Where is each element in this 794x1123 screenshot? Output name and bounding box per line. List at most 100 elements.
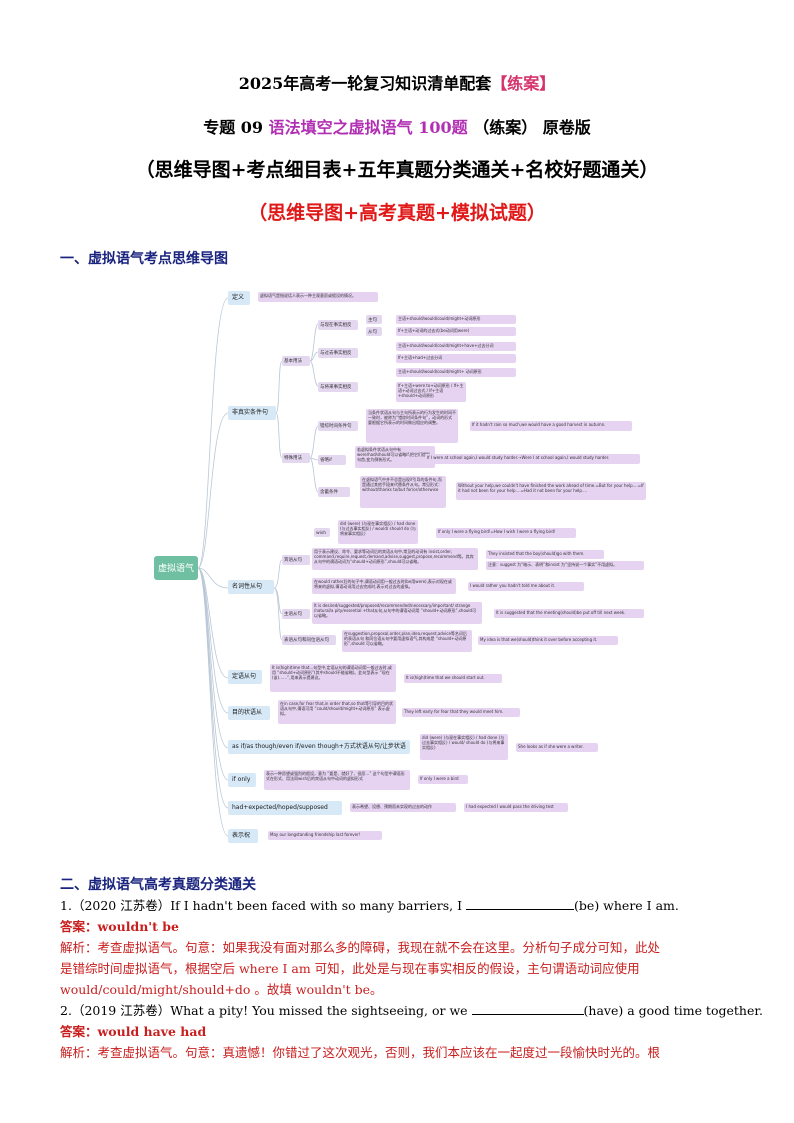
question-2-blank[interactable]: [471, 1002, 584, 1015]
sub-implied-condition: 含蓄条件: [318, 487, 350, 497]
future-if-form: If+主语+were to+动词原形 / If+主语+动词过去式 / If+主语…: [396, 382, 466, 402]
question-1-analysis-line-2: 是错综时间虚拟语气，根据空后 where I am 可知，此处是与现在事实相反的…: [60, 961, 640, 976]
present-main-form: 主语+should/would/could/might+动词原形: [396, 315, 516, 324]
had-expected-note: 表示希望、设想、预期而未实现的过去的动作: [350, 803, 456, 812]
branch-attributive: 定语从句: [228, 670, 262, 684]
sub-present-contrary: 与现在事实相反: [318, 320, 358, 330]
branch-if-only: if only: [228, 773, 256, 787]
wish-forms: did (were) (与现在事实相反) / had done (与过去事实相反…: [338, 520, 418, 544]
connector-special: [275, 412, 283, 459]
object-clause-note: 用于表示建议、命令、要求等动词后的宾语从句中,常见的动词有 insist,ord…: [312, 548, 478, 570]
doc-line3: （思维导图+考点细目表+五年真题分类通关+名校好题通关）: [135, 159, 659, 181]
wish-example: If only I were a flying bird!=How I wish…: [436, 528, 576, 538]
question-2: 2.（2019 江苏卷）What a pity! You missed the …: [60, 1000, 763, 1019]
doc-title: 2025年高考一轮复习知识清单配套【练案】: [0, 70, 794, 94]
sub-future-contrary: 与将来事实相反: [318, 382, 358, 392]
connector-definition: [197, 297, 229, 569]
predicative-example: My idea is that we(should)think it over …: [478, 636, 618, 645]
as-if-example: She looks as if she were a writer.: [516, 743, 598, 752]
subtitle-pre: 专题 09: [203, 118, 264, 137]
subtitle-post: （练案） 原卷版: [473, 118, 591, 137]
sub-predicative-appositive: 表语从句和同位语从句: [282, 635, 336, 645]
doc-subtitle: 专题 09 语法填空之虚拟语气 100题 （练案） 原卷版: [0, 114, 794, 138]
question-1-stem-post: (be) where I am.: [574, 898, 679, 913]
question-1-number: 1.: [60, 898, 72, 913]
doc-line4: （思维导图+高考真题+模拟试题）: [248, 202, 546, 224]
doc-title-tag: 【练案】: [491, 74, 556, 93]
connector-wish: [197, 567, 229, 837]
question-1-analysis-line-1: 解析：考查虚拟语气。句意：如果我没有面对那么多的障碍，我现在就不会在这里。分析句…: [60, 937, 660, 956]
predicative-note: 在suggestion,proposal,order,plan,idea,req…: [342, 630, 472, 652]
sub-main-clause: 主句: [366, 315, 382, 324]
branch-nominal-clause: 名词性从句: [228, 580, 274, 594]
question-1-blank[interactable]: [466, 897, 575, 910]
question-2-number: 2.: [60, 1003, 72, 1018]
analysis-text: 考查虚拟语气。句意：真遗憾！你错过了这次观光，否则，我们本应该在一起度过一段愉快…: [97, 1045, 661, 1060]
if-only-note: 表示一种愿望或强烈的假设，意为 “要是、就好了、但愿…” 这个句型中谓语形式在形…: [264, 770, 410, 790]
sub-special-usage: 特殊用法: [282, 453, 310, 463]
branch-had-expected: had+expected/hoped/supposed etc.: [228, 801, 342, 815]
attributive-example: It is(high)time that we should start out…: [404, 674, 502, 683]
connector-had-expected: [197, 567, 229, 809]
section2-title: 二、虚拟语气高考真题分类通关: [60, 877, 256, 893]
sub-basic-usage: 基本用法: [282, 356, 310, 366]
question-2-source: （2019 江苏卷）: [71, 1003, 171, 1018]
subtitle-topic: 语法填空之虚拟语气 100题: [268, 118, 468, 137]
sub-wish: wish: [314, 528, 330, 537]
question-1: 1.（2020 江苏卷）If I hadn't been faced with …: [60, 895, 679, 914]
purpose-note: 在in case,for fear that,in order that,so …: [278, 700, 396, 724]
section1-title: 一、虚拟语气考点思维导图: [60, 251, 228, 267]
connector-basic: [275, 360, 283, 414]
connector-if-only: [197, 567, 229, 781]
question-1-analysis-line-3: would/could/might/should+do 。故填 wouldn't…: [60, 982, 383, 997]
branch-as-if: as if/as though/even if/even though+方式状语…: [228, 740, 410, 754]
present-if-form: If+主语+动词的过去式(be动词用were): [396, 327, 516, 336]
sub-subject-clause: 主语从句: [282, 609, 310, 619]
past-if-form: If+主语+had+过去分词: [396, 354, 516, 363]
question-2-answer: 答案：would have had: [60, 1021, 206, 1040]
analysis-text: 考查虚拟语气。句意：如果我没有面对那么多的障碍，我现在就不会在这里。分析句子成分…: [97, 940, 661, 955]
question-2-stem-pre: What a pity! You missed the sightseeing,…: [170, 1003, 472, 1018]
sub-if-clause: 从句: [366, 327, 382, 336]
question-2-stem-post: (have) a good time together.: [583, 1003, 763, 1018]
analysis-label: 解析：: [60, 1045, 98, 1060]
connector-unreal-condition: [197, 412, 229, 569]
sub-object-clause: 宾语从句: [282, 555, 310, 565]
would-rather-note: 在would rather后的句子中,谓语动词用一般过去时(be用were),表…: [312, 578, 456, 594]
subject-clause-note: It is desired/suggested/proposed/recomme…: [312, 602, 482, 624]
branch-definition: 定义: [228, 291, 250, 305]
if-only-example: If only I were a bird: [418, 775, 468, 784]
attributive-note: It is(high)time that...句型中,定语从句的谓语动词用一般过…: [270, 664, 396, 692]
branch-unreal-condition: 非真实条件句: [228, 406, 276, 420]
connector-nominal-clause: [197, 567, 229, 589]
sub-past-contrary: 与过去事实相反: [318, 348, 358, 358]
question-1-answer: 答案：wouldn't be: [60, 916, 179, 935]
as-if-forms: did (were) (与现在事实相反) / had done (与过去事实相反…: [420, 734, 508, 760]
definition-note: 虚拟语气是指说话人表示一种主观意愿或假设的情况。: [258, 292, 378, 302]
past-main-form: 主语+should/would/could/might+have+过去分词: [396, 342, 516, 351]
implied-condition-note: 在虚拟语气中并不总是出现if引导的条件句,而是通过其他手段来代替条件从句。常见形…: [360, 476, 446, 508]
branch-blessing: 表示祝愿: [228, 829, 258, 843]
analysis-label: 解析：: [60, 940, 98, 955]
would-rather-example: I would rather you hadn't told me about …: [468, 582, 584, 591]
question-2-analysis-line-1: 解析：考查虚拟语气。句意：真遗憾！你错过了这次观光，否则，我们本应该在一起度过一…: [60, 1042, 660, 1061]
mindmap-root: 虚拟语气: [154, 556, 198, 580]
answer-text: would have had: [97, 1024, 207, 1039]
object-clause-example: They insisted that the boy(should)go wit…: [486, 550, 604, 559]
subject-clause-example: It is suggested that the meeting(should)…: [494, 609, 644, 618]
omit-if-note: 若虚拟条件状语从句中有were/had/should可以省略if,把它们提到句首…: [355, 446, 435, 468]
answer-text: wouldn't be: [97, 919, 179, 934]
answer-label: 答案：: [60, 919, 98, 934]
purpose-example: They left early for fear that they would…: [402, 708, 520, 717]
object-clause-caution: 注意：suggest 为“暗示、表明”和insist 为“坚持说一个事实”不用虚…: [486, 561, 644, 570]
future-main-form: 主语+should/would/could/might+ 动词原形: [396, 368, 516, 377]
mindmap-connectors: [197, 297, 319, 837]
implied-condition-example: Without your help,we couldn't have finis…: [456, 482, 646, 500]
answer-label: 答案：: [60, 1024, 98, 1039]
mindmap: 虚拟语气 定义 虚拟语气是指说话人表示一种主观意愿或假设的情况。 非真实条件句 …: [150, 278, 650, 848]
question-1-source: （2020 江苏卷）: [71, 898, 171, 913]
mixed-time-example: If it hadn't rain so much,we would have …: [470, 421, 632, 431]
had-expected-example: I had expected I would pass the driving …: [464, 803, 568, 812]
doc-title-main: 2025年高考一轮复习知识清单配套: [238, 74, 492, 93]
mixed-time-note: 当条件状语从句与主句所表示的行为发生的时间不一致时，被称为“错综时间条件句”，动…: [366, 409, 458, 443]
